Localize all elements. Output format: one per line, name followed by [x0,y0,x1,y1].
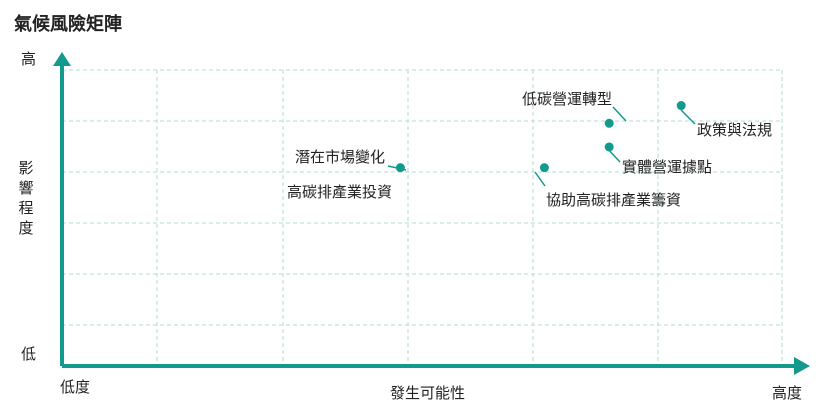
axes [53,52,810,375]
point-2-label: 高碳排產業投資 [287,183,392,201]
y-axis-title: 影響程度 [18,159,34,237]
point-4-leader [680,109,696,125]
point-6-label: 協助高碳排產業籌資 [546,191,681,209]
y-tick-high: 高 [21,50,37,68]
point-5-label: 實體營運據點 [622,158,712,176]
point-4-label: 政策與法規 [697,121,772,139]
point-4-marker [676,101,686,111]
point-1-leader [387,165,407,171]
chart-title: 氣候風險矩陣 [14,14,122,35]
x-tick-low: 低度 [60,378,91,396]
x-tick-high: 高度 [772,384,803,402]
y-tick-low: 低 [21,345,37,363]
y-axis-arrow [53,52,71,66]
x-axis-arrow [794,357,810,375]
point-3-leader [612,106,627,122]
x-axis-title: 發生可能性 [390,384,466,402]
point-1-label: 潛在市場變化 [295,148,385,166]
point-3-marker [604,118,614,128]
point-5-leader [604,145,621,163]
grid [62,69,783,366]
point-6-marker [539,163,549,173]
point-6-leader [534,171,546,187]
point-5-marker [604,142,614,152]
point-3-label: 低碳營運轉型 [522,90,612,108]
